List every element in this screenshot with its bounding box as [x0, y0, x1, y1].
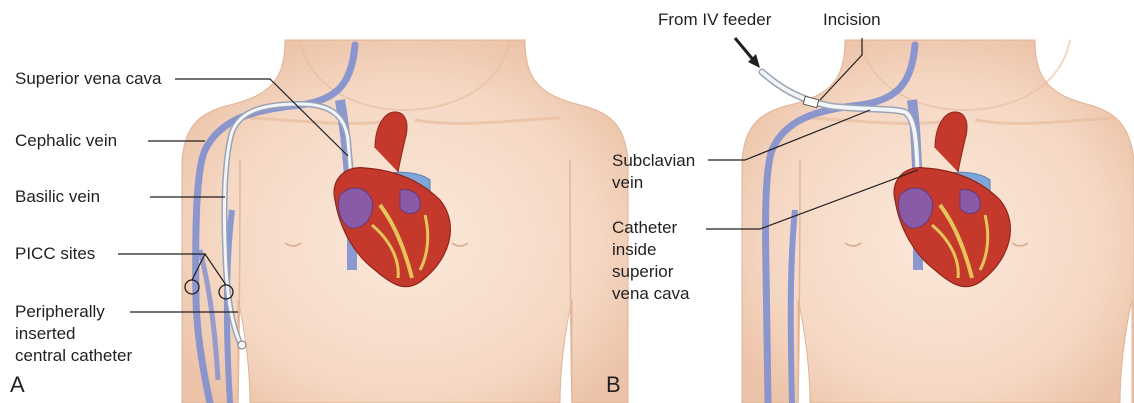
label-superior-vena-cava: Superior vena cava — [15, 68, 161, 90]
label-basilic-vein: Basilic vein — [15, 186, 100, 208]
label-subclavian-line1: Subclavian — [612, 150, 695, 172]
panel-b-art — [706, 38, 1134, 403]
label-catheter-line1: Catheter — [612, 217, 677, 239]
label-picc-sites: PICC sites — [15, 243, 95, 265]
panel-a-art — [118, 40, 628, 403]
label-picc-line2: inserted — [15, 323, 75, 345]
label-picc-line1: Peripherally — [15, 301, 105, 323]
label-subclavian-line2: vein — [612, 172, 643, 194]
label-incision: Incision — [823, 9, 881, 31]
label-cephalic-vein: Cephalic vein — [15, 130, 117, 152]
panel-letter-a: A — [10, 372, 25, 398]
label-from-iv-feeder: From IV feeder — [658, 9, 771, 31]
label-catheter-line4: vena cava — [612, 283, 690, 305]
label-catheter-line2: inside — [612, 239, 656, 261]
panel-letter-b: B — [606, 372, 621, 398]
label-picc-line3: central catheter — [15, 345, 132, 367]
label-catheter-line3: superior — [612, 261, 673, 283]
